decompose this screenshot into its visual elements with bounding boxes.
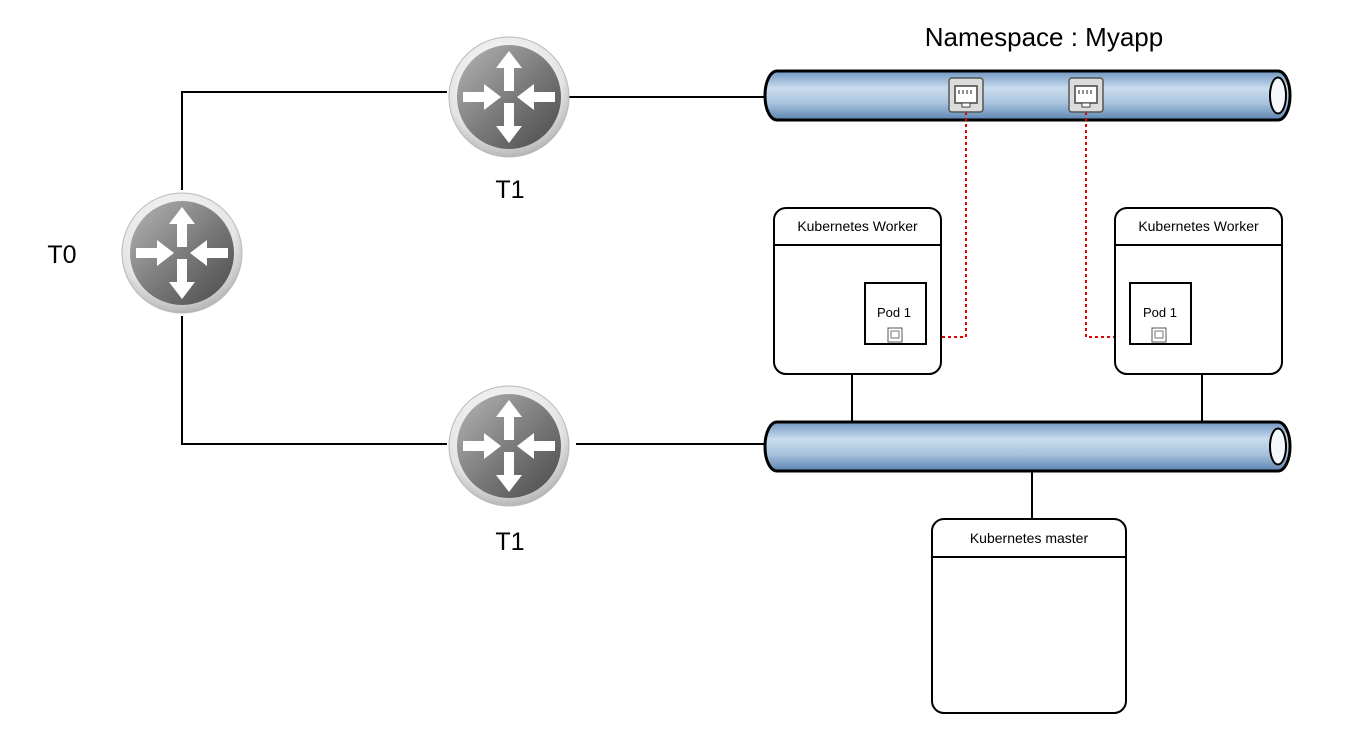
master-title: Kubernetes master (970, 530, 1089, 546)
namespace-title: Namespace : Myapp (925, 22, 1163, 52)
pod-left[interactable]: Pod 1 (864, 282, 927, 345)
link-t0-t1-bottom (181, 316, 447, 445)
router-t0[interactable] (121, 192, 243, 314)
namespace-segment (763, 69, 1292, 122)
router-t1-top[interactable] (448, 36, 570, 158)
router-t1-top-label: T1 (495, 176, 524, 204)
logical-link-left (901, 112, 967, 338)
pod-port-icon (887, 327, 903, 343)
worker-right-title: Kubernetes Worker (1138, 218, 1259, 234)
port-icon (1068, 77, 1104, 113)
pod-port-icon (1151, 327, 1167, 343)
link-t0-t1-top (181, 91, 447, 190)
kubernetes-worker-left[interactable]: Kubernetes Worker Pod 1 (773, 207, 942, 375)
router-t1-bottom[interactable] (448, 385, 570, 507)
pod-right-label: Pod 1 (1143, 305, 1177, 320)
node-segment (763, 420, 1292, 473)
router-t0-label: T0 (47, 241, 76, 269)
pod-left-label: Pod 1 (877, 305, 911, 320)
kubernetes-master[interactable]: Kubernetes master (931, 518, 1127, 714)
pod-right[interactable]: Pod 1 (1129, 282, 1192, 345)
worker-left-title: Kubernetes Worker (797, 218, 918, 234)
kubernetes-worker-right[interactable]: Kubernetes Worker Pod 1 (1114, 207, 1283, 375)
port-icon (948, 77, 984, 113)
router-t1-bottom-label: T1 (495, 528, 524, 556)
